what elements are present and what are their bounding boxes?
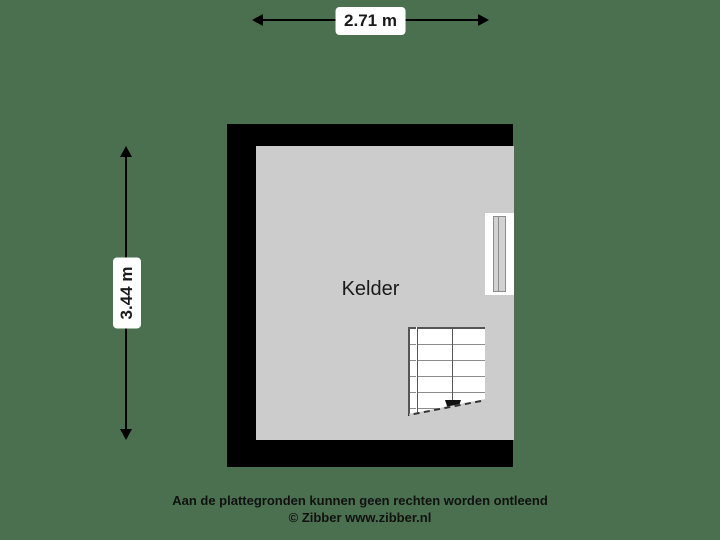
stair-tread (410, 344, 485, 345)
arrow-left-icon (252, 14, 263, 26)
floorplan-room: Kelder (227, 124, 514, 467)
arrow-right-icon (478, 14, 489, 26)
window-opening (485, 213, 514, 295)
footer-line-1: Aan de plattegronden kunnen geen rechten… (172, 493, 548, 508)
stair-tread (410, 376, 485, 377)
arrow-up-icon (120, 146, 132, 157)
footer-disclaimer: Aan de plattegronden kunnen geen rechten… (0, 492, 720, 526)
stair-tread (410, 392, 485, 393)
dimension-height-label: 3.44 m (112, 257, 141, 329)
window-pane (493, 216, 506, 292)
stair-stringer (416, 327, 418, 440)
arrow-down-icon (120, 429, 132, 440)
room-label: Kelder (341, 278, 400, 300)
footer-line-2: © Zibber www.zibber.nl (288, 510, 432, 525)
window-mullion (498, 216, 499, 292)
stair-tread (410, 360, 485, 361)
stair-direction-line (452, 327, 453, 405)
dimension-width: 2.71 m (252, 6, 489, 35)
dimension-height: 3.44 m (112, 146, 141, 440)
dimension-width-label: 2.71 m (335, 6, 406, 35)
staircase (408, 327, 485, 440)
